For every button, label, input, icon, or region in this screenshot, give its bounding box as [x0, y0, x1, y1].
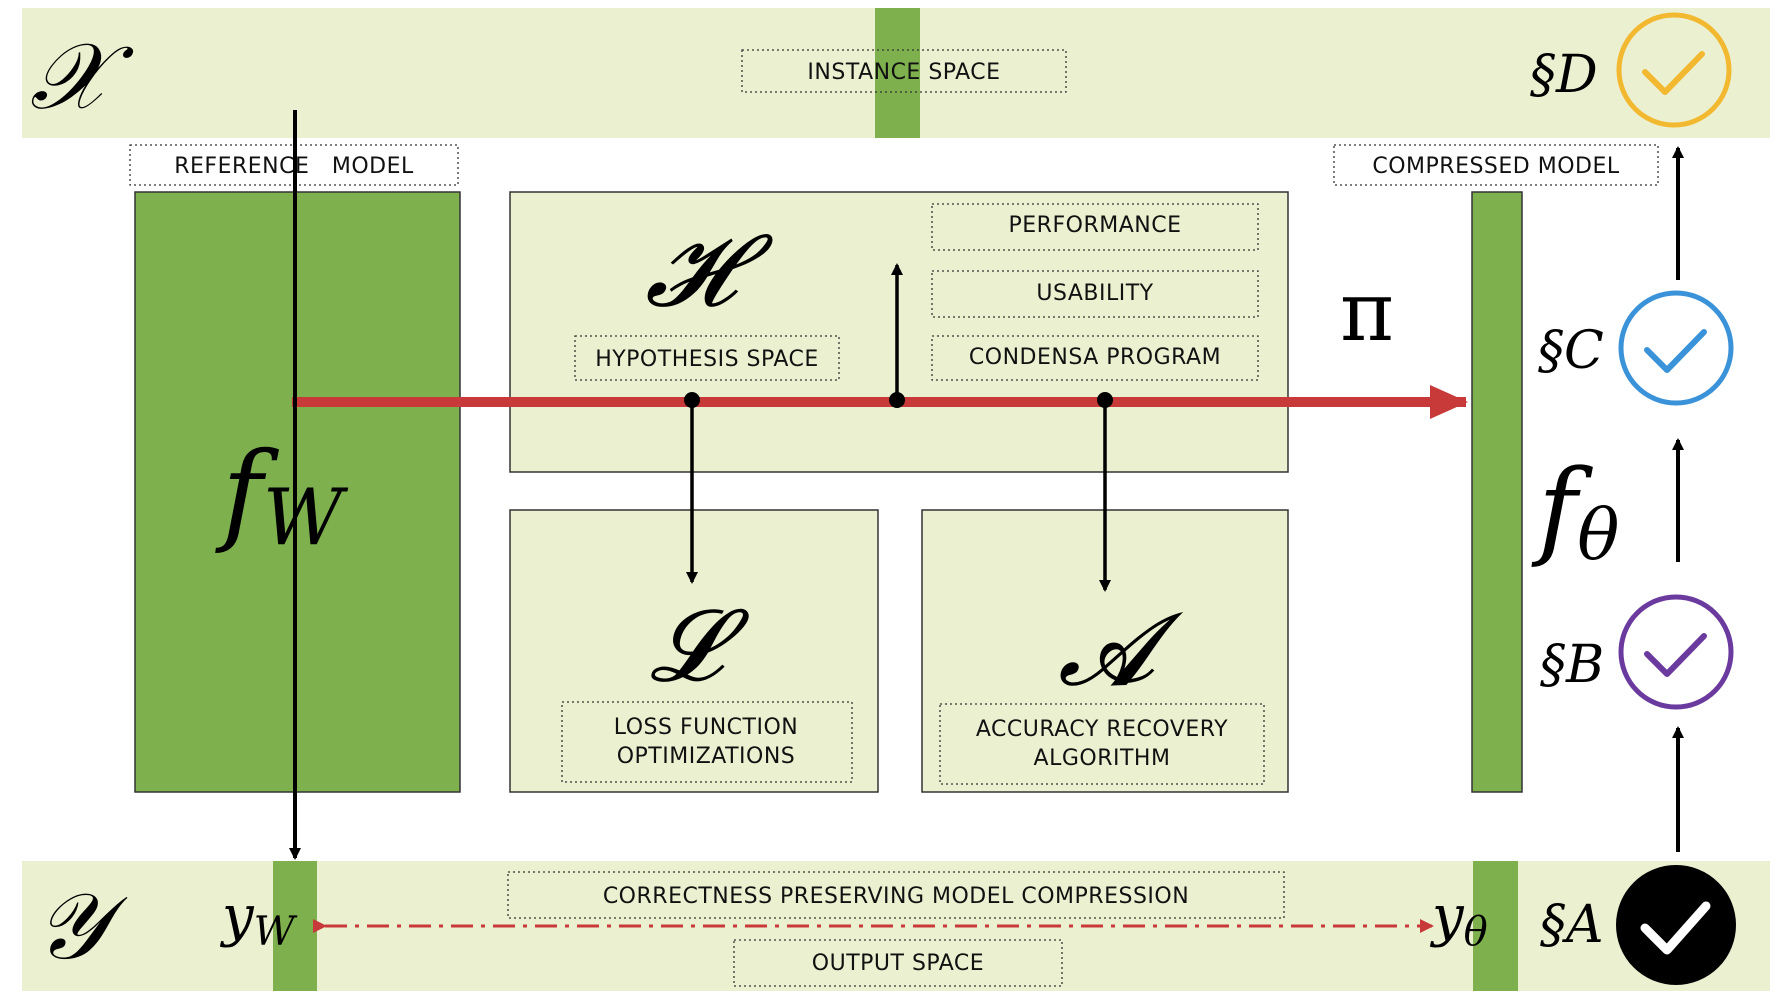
output-space-label-box — [733, 939, 1063, 987]
output-ref-symbol: yW — [219, 884, 298, 955]
section-c-group: §C — [1538, 290, 1734, 406]
hypothesis-label: HYPOTHESIS SPACE — [595, 347, 819, 372]
compressed-model-symbol: fθ — [1531, 447, 1619, 576]
output-space-label: OUTPUT SPACE — [812, 951, 984, 976]
loss-label-line2: OPTIMIZATIONS — [617, 744, 796, 769]
section-b-group: §B — [1540, 594, 1734, 710]
instance-space-green-strip — [875, 8, 920, 138]
relation-label: CORRECTNESS PRESERVING MODEL COMPRESSION — [603, 884, 1189, 909]
section-b-check-mark — [1644, 633, 1707, 677]
criteria-performance: PERFORMANCE — [1009, 213, 1182, 238]
compressed-model-block — [1471, 191, 1523, 793]
output-comp-symbol: yθ — [1429, 884, 1488, 955]
algorithm-label-box — [939, 703, 1265, 785]
section-a-group: §A — [1540, 865, 1736, 985]
output-ref-green-strip — [273, 861, 317, 991]
compressed-model-label: COMPRESSED MODEL — [1372, 154, 1620, 179]
loss-label-line1: LOSS FUNCTION — [614, 715, 799, 740]
criteria-usability: USABILITY — [1036, 281, 1153, 306]
output-comp-green-strip — [1473, 861, 1518, 991]
hypothesis-block — [509, 191, 1289, 473]
instance-space-label-box — [741, 49, 1067, 93]
compressed-model-label-box — [1333, 144, 1659, 186]
hypothesis-label-box — [574, 335, 840, 381]
relation-label-box — [507, 871, 1285, 919]
policy-symbol: π — [1340, 265, 1394, 360]
instance-space-label: INSTANCE SPACE — [807, 60, 1000, 85]
section-a-label: §A — [1540, 895, 1604, 955]
algorithm-label-line1: ACCURACY RECOVERY — [976, 717, 1228, 742]
criteria-box-usability — [931, 270, 1259, 318]
reference-model-block — [134, 191, 461, 793]
criteria-box-performance — [931, 203, 1259, 251]
section-a-check-circle — [1616, 865, 1736, 985]
section-d-group: §D — [1530, 12, 1732, 128]
section-c-check-circle — [1618, 290, 1734, 406]
section-c-label: §C — [1538, 321, 1604, 381]
loss-block — [509, 509, 879, 793]
algorithm-label-line2: ALGORITHM — [1034, 746, 1171, 771]
section-d-label: §D — [1530, 45, 1598, 105]
loss-label-box — [561, 701, 853, 783]
reference-model-symbol: fW — [215, 428, 349, 563]
section-a-check-mark — [1640, 901, 1711, 955]
criteria-condensa: CONDENSA PROGRAM — [969, 345, 1221, 370]
section-b-check-circle — [1618, 594, 1734, 710]
section-d-check-circle — [1616, 12, 1732, 128]
section-d-check-mark — [1642, 51, 1705, 95]
section-c-check-mark — [1644, 329, 1707, 373]
section-b-label: §B — [1540, 635, 1604, 695]
